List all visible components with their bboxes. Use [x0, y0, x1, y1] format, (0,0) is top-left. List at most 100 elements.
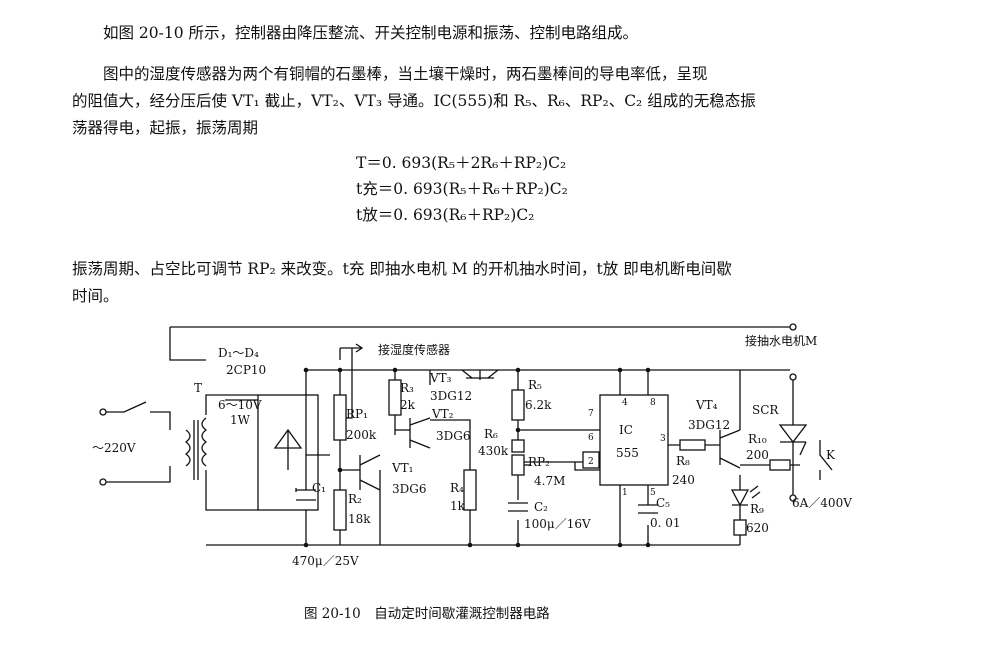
label-r10-value: 200: [746, 448, 769, 462]
transistor-vt1: [359, 454, 381, 491]
resistor-r4: [463, 469, 477, 511]
label-pin1: 1: [622, 488, 628, 498]
label-r5-value: 6.2k: [525, 398, 552, 412]
formula-discharge: t放＝0. 693(R₆＋RP₂)C₂: [356, 206, 535, 224]
label-c2-value: 100μ／16V: [524, 517, 591, 531]
formula-charge: t充＝0. 693(R₅＋R₆＋RP₂)C₂: [356, 180, 568, 198]
label-pin6: 6: [588, 433, 594, 443]
scr-thyristor: [778, 424, 808, 470]
label-vt3-part: 3DG12: [430, 389, 472, 403]
resistor-r2: [333, 489, 347, 531]
formula-block: T＝0. 693(R₅＋2R₆＋RP₂)C₂ t充＝0. 693(R₅＋R₆＋R…: [356, 150, 568, 228]
switch-k: [819, 440, 833, 480]
label-pin3: 3: [660, 434, 666, 444]
label-r10: R₁₀: [748, 432, 767, 446]
label-bridge-part: 2CP10: [226, 363, 266, 377]
resistor-r3: [388, 379, 402, 416]
label-r8-value: 240: [672, 473, 695, 487]
label-r6: R₆: [484, 427, 498, 441]
capacitor-c5: [638, 504, 658, 514]
conclusion-paragraph: 振荡周期、占空比可调节 RP₂ 来改变。t充 即抽水电机 M 的开机抽水时间，t…: [72, 256, 922, 310]
label-vt3: VT₃: [429, 371, 452, 385]
text-line: 荡器得电，起振，振荡周期: [72, 119, 259, 137]
label-transformer: T: [194, 381, 202, 395]
label-r3-value: 2k: [400, 398, 416, 412]
motor-terminal-top: [789, 323, 797, 331]
potentiometer-rp2: [511, 454, 530, 476]
label-pin2: 2: [588, 457, 594, 467]
diagram-labels: D₁～D₄ 2CP10 T 6～10V 1W ～220V C₁ 470μ／25V…: [92, 333, 852, 568]
label-r9: R₉: [750, 502, 764, 516]
text-line: 图中的湿度传感器为两个有铜帽的石墨棒，当土壤干燥时，两石墨棒间的导电率低，呈现: [103, 65, 708, 83]
text-line: 的阻值大，经分压后使 VT₁ 截止，VT₂、VT₃ 导通。IC(555)和 R₅…: [72, 92, 756, 110]
label-rp2: RP₂: [528, 455, 550, 469]
label-pin5: 5: [650, 488, 656, 498]
led-indicator: [730, 485, 761, 507]
transistor-vt3: [461, 369, 499, 379]
capacitor-c1: [295, 488, 316, 501]
bridge-rectifier: [257, 394, 319, 511]
label-c1: C₁: [312, 481, 326, 495]
figure-caption: 图 20-10 自动定时间歇灌溉控制器电路: [304, 606, 550, 622]
resistor-r6: [511, 439, 525, 453]
label-motor: 接抽水电机M: [745, 333, 817, 348]
label-vt1: VT₁: [391, 461, 413, 475]
label-ic: IC: [619, 423, 633, 437]
resistor-r10: [769, 459, 791, 471]
formula-period: T＝0. 693(R₅＋2R₆＋RP₂)C₂: [356, 154, 567, 172]
label-r4: R₄: [450, 481, 464, 495]
label-k: K: [826, 448, 836, 462]
label-c1-value: 470μ／25V: [292, 554, 359, 568]
label-vt2-part: 3DG6: [436, 429, 470, 443]
label-r8: R₈: [676, 454, 690, 468]
text-line: 振荡周期、占空比可调节 RP₂ 来改变。t充 即抽水电机 M 的开机抽水时间，t…: [72, 260, 732, 278]
label-ic-part: 555: [616, 446, 639, 460]
label-r5: R₅: [528, 378, 542, 392]
resistor-r5: [511, 389, 525, 421]
label-bridge-ref: D₁～D₄: [218, 346, 259, 360]
label-trans-power: 1W: [230, 413, 251, 427]
label-c5-value: 0. 01: [650, 516, 681, 530]
label-vt4: VT₄: [695, 398, 718, 412]
mains-terminal-bottom: [99, 478, 107, 486]
sensor-probe-arrow: [352, 343, 364, 353]
label-scr-rating: 6A／400V: [792, 496, 852, 510]
label-r2: R₂: [348, 492, 362, 506]
label-pin4: 4: [622, 398, 628, 408]
label-vt4-part: 3DG12: [688, 418, 730, 432]
text-line: 时间。: [72, 287, 119, 305]
transistor-vt2: [409, 417, 431, 449]
ic-555: [582, 394, 669, 486]
label-rp2-value: 4.7M: [534, 474, 565, 488]
label-r9-value: 620: [746, 521, 769, 535]
description-paragraph: 图中的湿度传感器为两个有铜帽的石墨棒，当土壤干燥时，两石墨棒间的导电率低，呈现 …: [72, 61, 922, 142]
label-r4-value: 1k: [450, 499, 466, 513]
transformer: [184, 417, 208, 480]
label-pin7: 7: [588, 409, 594, 419]
label-mains: ～220V: [92, 441, 136, 455]
mains-switch: [123, 401, 147, 413]
intro-paragraph: 如图 20-10 所示，控制器由降压整流、开关控制电源和振荡、控制电路组成。: [72, 20, 922, 47]
text-line: 如图 20-10 所示，控制器由降压整流、开关控制电源和振荡、控制电路组成。: [103, 24, 639, 42]
label-vt1-part: 3DG6: [392, 482, 426, 496]
resistor-r8: [679, 439, 706, 451]
wires: [99, 323, 800, 548]
label-r3: R₃: [400, 381, 414, 395]
capacitor-c2: [508, 502, 528, 512]
label-rp1: RP₁: [346, 407, 368, 421]
transistor-vt4: [719, 429, 741, 469]
resistor-r9: [733, 519, 747, 536]
potentiometer-rp1: [333, 348, 353, 441]
label-scr: SCR: [752, 403, 779, 417]
mains-terminal-top: [99, 408, 107, 416]
label-sensor: 接湿度传感器: [378, 342, 450, 357]
label-trans-rating: 6～10V: [218, 398, 262, 412]
label-pin8: 8: [650, 398, 656, 408]
label-c5: C₅: [656, 496, 670, 510]
label-c2: C₂: [534, 500, 548, 514]
label-vt2: VT₂: [431, 407, 454, 421]
label-r6-value: 430k: [478, 444, 509, 458]
label-rp1-value: 200k: [346, 428, 377, 442]
label-r2-value: 18k: [348, 512, 371, 526]
